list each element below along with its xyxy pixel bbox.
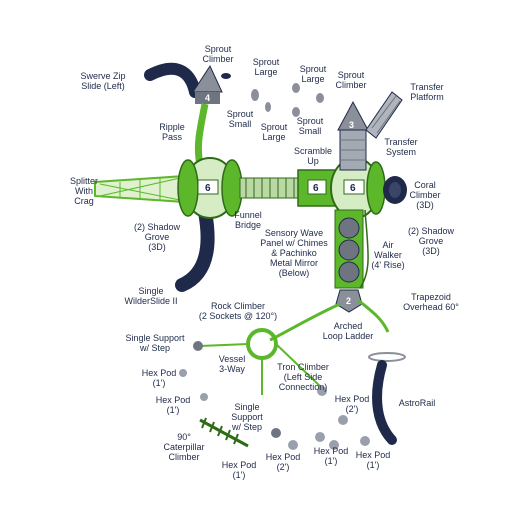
label-hex-pod-d: Hex Pod (1')	[218, 460, 260, 480]
ripple-pass	[198, 104, 205, 165]
swerve-zip-slide	[150, 69, 195, 92]
label-sprout-small-2: Sprout Small	[292, 116, 328, 136]
label-hex-pod-c: Hex Pod (2')	[332, 394, 372, 414]
deck-height-top-left: 4	[205, 93, 210, 103]
hex-pod-d	[288, 440, 298, 450]
deck-height-right: 6	[350, 183, 356, 194]
single-support-2	[271, 428, 281, 438]
label-single-wilderslide: Single WilderSlide II	[118, 286, 184, 306]
label-hex-pod-b: Hex Pod (1')	[154, 395, 192, 415]
hex-pod-e	[315, 432, 325, 442]
label-splitter-with-crag: Splitter With Crag	[64, 176, 104, 206]
label-caterpillar-climber: 90° Caterpillar Climber	[158, 432, 210, 462]
label-single-support-2: Single Support w/ Step	[226, 402, 268, 432]
label-sprout-climber-right: Sprout Climber	[330, 70, 372, 90]
label-single-support-1: Single Support w/ Step	[116, 333, 194, 353]
hex-pod-c	[338, 415, 348, 425]
label-sprout-climber-top: Sprout Climber	[196, 44, 240, 64]
hex-pod-g	[360, 436, 370, 446]
label-sensory-wave: Sensory Wave Panel w/ Chimes & Pachinko …	[256, 228, 332, 278]
roof-top-left: 4	[193, 66, 222, 104]
label-astrorail: AstroRail	[392, 398, 442, 408]
label-sprout-small-1: Sprout Small	[222, 109, 258, 129]
label-sprout-large-2: Sprout Large	[296, 64, 330, 84]
deck-height-right-roof: 3	[349, 120, 354, 130]
label-coral-climber: Coral Climber (3D)	[404, 180, 446, 210]
label-arched-loop-ladder: Arched Loop Ladder	[318, 321, 378, 341]
transfer-platform	[366, 92, 402, 138]
label-swerve-zip-slide: Swerve Zip Slide (Left)	[70, 71, 136, 91]
sensory-wave-panel	[335, 210, 363, 288]
label-ripple-pass: Ripple Pass	[152, 122, 192, 142]
label-sprout-large-1: Sprout Large	[248, 57, 284, 77]
roof-right: 3	[338, 102, 368, 170]
label-air-walker: Air Walker (4' Rise)	[368, 240, 408, 270]
single-support-1	[193, 341, 203, 351]
deck-height-left: 6	[205, 183, 211, 194]
label-tron-climber: Tron Climber (Left Side Connection)	[270, 362, 336, 392]
deck-height-mid: 6	[313, 183, 319, 194]
deck-left: 6	[178, 158, 242, 218]
label-hex-pod-f: Hex Pod (1')	[310, 446, 352, 466]
funnel-bridge	[240, 178, 298, 198]
label-hex-pod-a: Hex Pod (1')	[140, 368, 178, 388]
label-hex-pod-g: Hex Pod (1')	[352, 450, 394, 470]
label-trapezoid-overhead: Trapezoid Overhead 60°	[398, 292, 464, 312]
splitter-net	[95, 176, 185, 202]
label-rock-climber: Rock Climber (2 Sockets @ 120°)	[188, 301, 288, 321]
astrorail	[369, 353, 405, 440]
hex-pod-b	[200, 393, 208, 401]
label-vessel-3way: Vessel 3-Way	[212, 354, 252, 374]
deck-height-lower: 2	[346, 296, 351, 306]
label-scramble-up: Scramble Up	[290, 146, 336, 166]
label-sprout-large-3: Sprout Large	[256, 122, 292, 142]
hex-pod-a	[179, 369, 187, 377]
label-hex-pod-e: Hex Pod (2')	[262, 452, 304, 472]
label-shadow-grove-left: (2) Shadow Grove (3D)	[128, 222, 186, 252]
label-shadow-grove-right: (2) Shadow Grove (3D)	[402, 226, 460, 256]
label-transfer-platform: Transfer Platform	[402, 82, 452, 102]
label-transfer-system: Transfer System	[380, 137, 422, 157]
label-funnel-bridge: Funnel Bridge	[228, 210, 268, 230]
